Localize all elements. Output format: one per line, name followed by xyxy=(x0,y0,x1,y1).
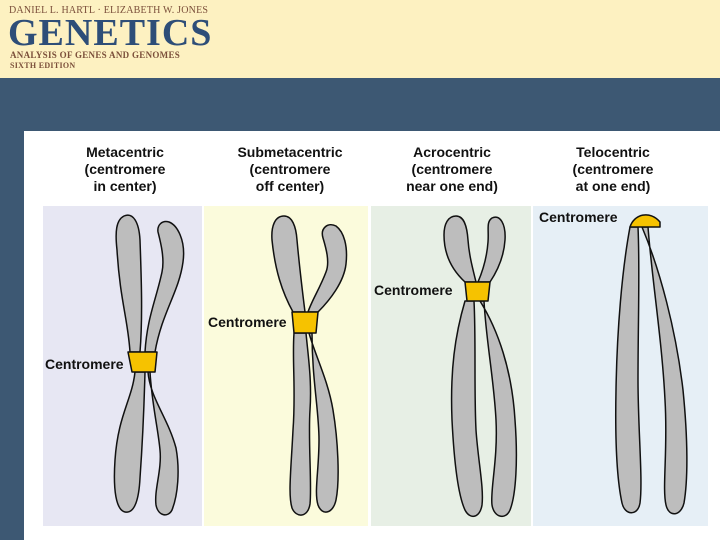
metacentric-centromere-label: Centromere xyxy=(45,356,124,372)
submetacentric-chromosome xyxy=(272,216,347,515)
telocentric-centromere-label: Centromere xyxy=(539,209,618,225)
telocentric-chromosome xyxy=(616,215,687,514)
metacentric-chromosome xyxy=(114,215,183,515)
acrocentric-centromere-label: Centromere xyxy=(374,282,453,298)
acrocentric-chromosome xyxy=(444,216,516,516)
submetacentric-centromere-label: Centromere xyxy=(208,314,287,330)
